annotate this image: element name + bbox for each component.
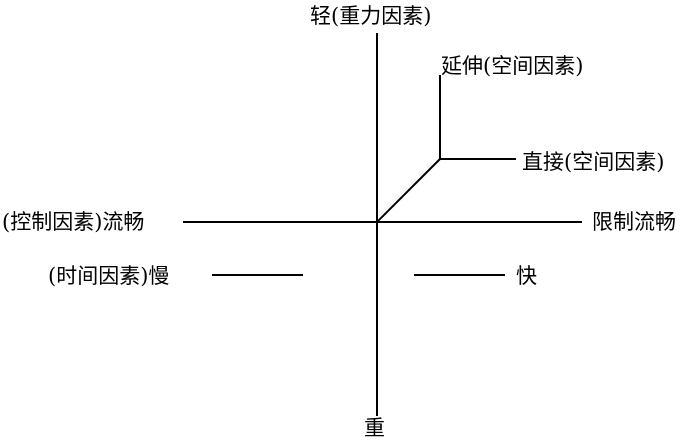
label-fast: 快 (516, 264, 537, 288)
label-fluent-control: (控制因素)流畅 (2, 210, 145, 234)
label-heavy: 重 (364, 416, 385, 440)
diagonal-line (376, 158, 441, 223)
label-restricted-fluency: 限制流畅 (592, 210, 676, 234)
label-direct-space: 直接(空间因素) (522, 150, 665, 174)
label-light-gravity: 轻(重力因素) (310, 4, 432, 28)
label-slow-time: (时间因素)慢 (48, 264, 170, 288)
label-extension-space: 延伸(空间因素) (441, 54, 584, 78)
